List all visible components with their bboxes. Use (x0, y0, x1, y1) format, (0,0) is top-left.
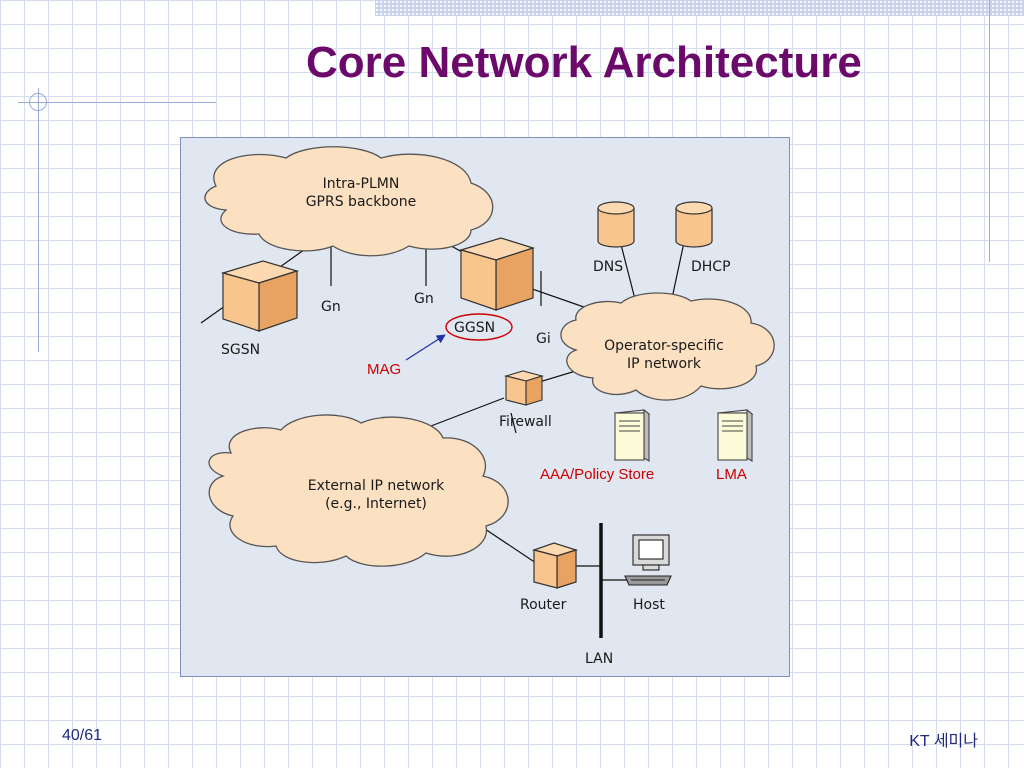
aaa-policy-store-annotation: AAA/Policy Store (540, 466, 654, 483)
ggsn-box-icon (458, 237, 535, 311)
left-decor-circle (29, 93, 47, 111)
operator-ip-label-2: IP network (627, 356, 702, 372)
annotation-labels: MAG AAA/Policy Store LMA (367, 361, 747, 483)
lma-annotation: LMA (716, 466, 747, 483)
node-labels: SGSN Gn Gn GGSN Gi DNS DHCP Firewall Rou… (221, 259, 731, 667)
operator-ip-label-1: Operator-specific (604, 338, 724, 354)
external-ip-cloud (208, 414, 509, 567)
dns-database-icon (597, 201, 635, 248)
left-decor-hline (18, 102, 216, 103)
router-box-icon (531, 542, 578, 589)
router-label: Router (520, 597, 567, 613)
diagram-canvas: Intra-PLMN GPRS backbone Operator-specif… (200, 146, 775, 667)
sgsn-label: SGSN (221, 342, 260, 358)
page-number: 40/61 (62, 727, 103, 744)
top-decor-band (375, 0, 1024, 16)
dhcp-database-icon (675, 201, 713, 248)
network-diagram: Intra-PLMN GPRS backbone Operator-specif… (180, 137, 790, 677)
firewall-box-icon (503, 370, 544, 406)
lma-server-icon (716, 408, 754, 462)
gi-label: Gi (536, 331, 551, 347)
intra-plmn-cloud (204, 146, 494, 257)
ggsn-highlight-ellipse (445, 313, 513, 341)
aaa-server-icon (613, 408, 651, 462)
firewall-label: Firewall (499, 414, 552, 430)
dns-label: DNS (593, 259, 623, 275)
sgsn-box-icon (220, 260, 300, 332)
operator-ip-cloud (560, 292, 775, 401)
external-ip-label-1: External IP network (308, 478, 445, 494)
left-decor-line (38, 88, 39, 352)
mag-annotation: MAG (367, 361, 401, 378)
mag-arrow (405, 334, 446, 361)
dhcp-label: DHCP (691, 259, 731, 275)
intra-plmn-label-1: Intra-PLMN (323, 176, 400, 192)
lan-label: LAN (585, 651, 613, 667)
host-computer-icon (624, 534, 672, 586)
footer-text: KT 세미나 (909, 733, 978, 750)
cloud-labels: Intra-PLMN GPRS backbone Operator-specif… (306, 176, 724, 512)
ggsn-label: GGSN (454, 320, 495, 336)
host-label: Host (633, 597, 665, 613)
intra-plmn-label-2: GPRS backbone (306, 194, 417, 210)
gn-right-label: Gn (414, 291, 434, 307)
right-decor-line (989, 0, 990, 262)
gn-left-label: Gn (321, 299, 341, 315)
external-ip-label-2: (e.g., Internet) (325, 496, 427, 512)
slide-title: Core Network Architecture (306, 38, 862, 87)
